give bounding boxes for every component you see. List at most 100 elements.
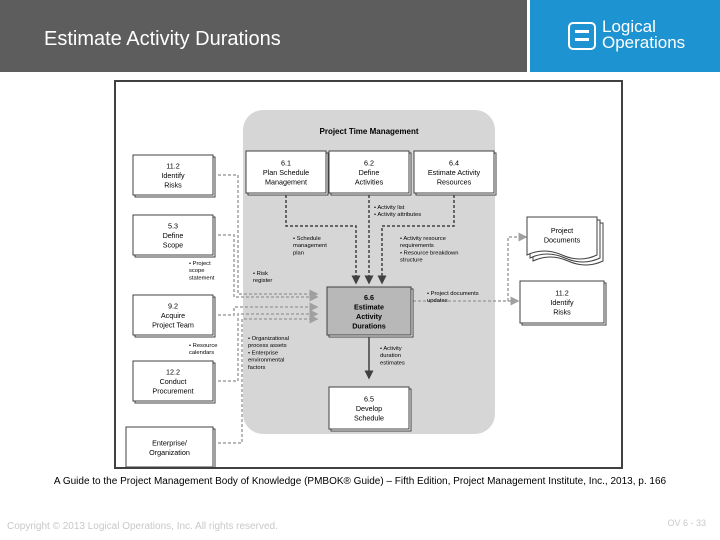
logo-text: Logical Operations [602,17,686,52]
logo-line-2: Operations [602,33,686,52]
process-6-4-text: 6.4 [449,159,459,168]
right-box-identify-risks-text: Risks [553,308,571,317]
label-duration-line: estimates [380,360,405,366]
left-box-2-text: Scope [163,241,183,250]
process-6-1-text: 6.1 [281,159,291,168]
left-box-4-text: 12.2 [166,368,180,377]
left-box-2-text: 5.3 [168,222,178,231]
diagram-canvas: Project Time Management 11.2IdentifyRisk… [125,110,607,467]
arrow-procurement [218,309,319,382]
process-6-4-text: Resources [437,178,472,187]
process-6-5-text: Develop [356,404,382,413]
label-activity-line: • Activity list [374,205,405,211]
source-caption: A Guide to the Project Management Body o… [53,476,667,487]
label-resource-line: • Resource breakdown [400,250,458,256]
left-box-5-text: Enterprise/ [152,438,187,447]
label-calendars-line: calendars [189,350,214,356]
label-schedule-plan-line: plan [293,250,304,256]
process-6-2-text: 6.2 [364,159,374,168]
label-project-docs-line: updates [427,298,448,304]
left-box-5: Enterprise/Organization [125,426,216,467]
arrow-team [218,302,319,316]
logo-icon [568,22,596,50]
process-6-1-text: Management [265,178,307,187]
logo-line-1: Logical [602,17,656,36]
label-activity: • Activity list• Activity attributes [374,205,421,218]
center-process-text: 6.6 [364,293,374,302]
right-box-identify-risks-text: 11.2 [555,289,568,298]
arrow-risks [218,174,319,299]
title-bar: Estimate Activity Durations [0,0,527,72]
label-enterprise-line: process assets [248,343,287,349]
process-6-2-text: Activities [355,178,384,187]
label-calendars-line: • Resource [189,343,217,349]
left-box-5-text: Organization [149,448,190,457]
left-box-4-text: Procurement [152,387,193,396]
label-activity-line: • Activity attributes [374,212,421,218]
arrow-enterprise [218,314,319,444]
logo: Logical Operations [530,0,720,72]
left-box-3-text: Project Team [152,321,194,330]
left-box-1-text: Risks [164,181,182,190]
left-box-1-text: 11.2 [166,162,179,171]
project-documents-text: Documents [544,236,581,245]
label-enterprise-line: factors [248,365,265,371]
label-scope-line: scope [189,268,204,274]
process-6-5-text: 6.5 [364,395,374,404]
label-enterprise-line: • Organizational [248,336,289,342]
center-process-text: Estimate [354,302,384,311]
left-box-3-text: Acquire [161,311,185,320]
label-resource-line: requirements [400,243,434,249]
process-6-1-text: Plan Schedule [263,168,309,177]
label-enterprise-line: environmental [248,358,284,364]
label-enterprise-line: • Enterprise [248,350,278,356]
arrow-docs-updates [413,232,528,302]
arrow-resources [377,195,455,285]
panel-title: Project Time Management [320,127,419,136]
project-documents-text: Project [551,226,573,235]
label-duration-line: • Activity [380,346,402,352]
left-box-2-text: Define [163,231,184,240]
label-resource-line: • Activity resource [400,236,446,242]
page-number: OV 6 - 33 [667,518,706,528]
left-box-4-text: Conduct [160,377,187,386]
label-duration-line: duration [380,353,401,359]
center-process-text: Durations [352,321,386,330]
label-risk-line: register [253,278,272,284]
label-schedule-plan-line: management [293,243,327,249]
process-6-4-text: Estimate Activity [428,168,481,177]
label-scope-line: statement [189,275,215,281]
arrow-scope [218,234,319,302]
copyright: Copyright © 2013 Logical Operations, Inc… [7,521,278,532]
right-box-identify-risks-text: Identify [550,298,574,307]
label-project-docs-line: • Project documents [427,291,479,297]
process-6-2-text: Define [359,168,380,177]
arrow-plan-schedule [285,195,361,285]
center-process-text: Activity [356,312,382,321]
process-6-5-text: Schedule [354,414,384,423]
label-schedule-plan-line: • Schedule [293,236,321,242]
label-risk-line: • Risk [253,271,268,277]
slide-title: Estimate Activity Durations [44,28,281,50]
left-box-3-text: 9.2 [168,302,178,311]
